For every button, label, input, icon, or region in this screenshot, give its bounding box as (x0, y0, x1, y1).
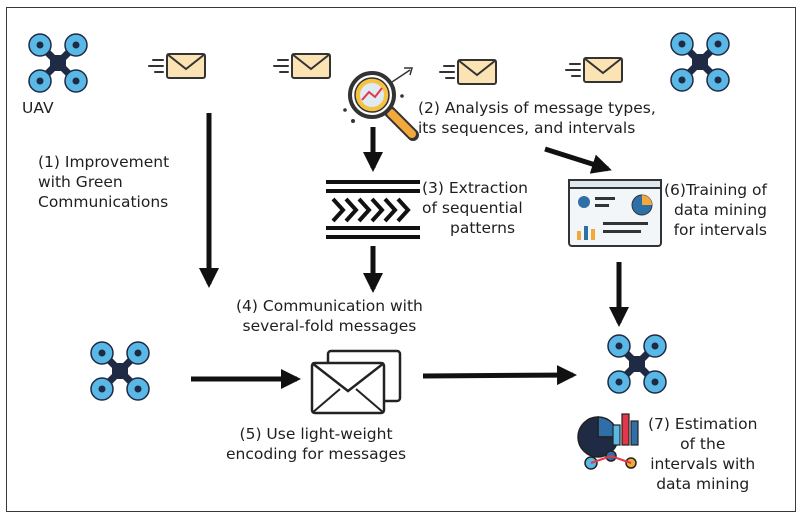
step-4-label: (4) Communication with several-fold mess… (236, 297, 423, 335)
uav-label: UAV (22, 99, 54, 117)
magnifier-icon (343, 67, 419, 141)
envelope-icon (439, 59, 497, 85)
drone-icon (29, 34, 87, 92)
drone-icon (91, 342, 149, 400)
arrow-envelope-to-drone (422, 365, 577, 386)
drone-icon (671, 33, 729, 91)
step-3-label: (3) Extraction of sequential patterns (422, 179, 529, 237)
envelope-icon (565, 57, 623, 83)
stacked-envelope-icon (310, 349, 402, 415)
envelope-icon (273, 53, 331, 79)
step-7-label: (7) Estimation of the intervals with dat… (648, 415, 758, 493)
diagram-frame (6, 7, 796, 512)
step-2-label: (2) Analysis of message types, its seque… (418, 99, 656, 137)
step-1-label: (1) Improvement with Green Communication… (38, 153, 170, 211)
step-5-label: (5) Use light-weight encoding for messag… (226, 425, 407, 463)
arrow-analysis-to-training (544, 146, 612, 174)
drone-icon (608, 335, 666, 393)
pattern-icon (326, 180, 420, 239)
step-6-label: (6)Training of data mining for intervals (664, 181, 767, 239)
envelope-icon (148, 53, 206, 79)
dashboard-icon (568, 179, 662, 247)
estimation-chart-icon (577, 413, 639, 470)
